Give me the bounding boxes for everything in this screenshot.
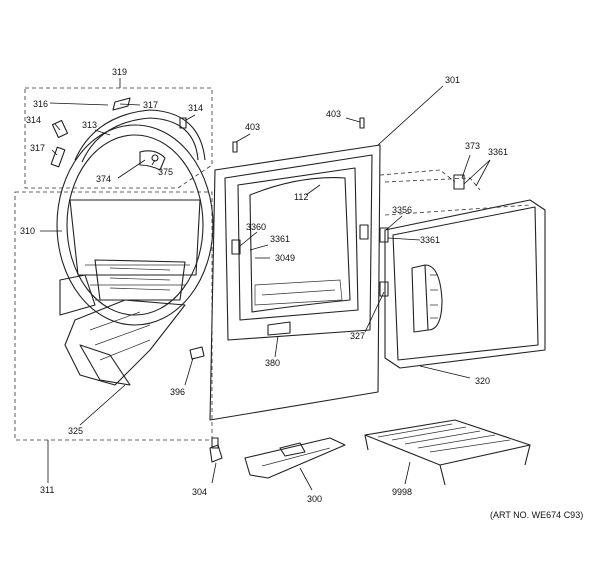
filter-300 (244, 437, 346, 479)
label-403: 403 (245, 122, 260, 132)
label-301: 301 (445, 75, 460, 85)
label-327: 327 (350, 331, 365, 341)
label-396: 396 (170, 387, 185, 397)
leveling-foot-304 (209, 437, 223, 463)
label-316: 316 (33, 99, 48, 109)
label-374: 374 (96, 174, 111, 184)
label-317: 317 (30, 143, 45, 153)
label-300: 300 (307, 494, 322, 504)
label-112: 112 (294, 192, 308, 202)
label-319: 319 (112, 67, 127, 77)
label-325: 325 (68, 426, 83, 436)
label-311: 311 (40, 485, 54, 495)
label-3361: 3361 (270, 234, 290, 244)
top-seal-parts (50, 97, 206, 171)
label-403: 403 (326, 109, 341, 119)
label-317: 317 (143, 100, 158, 110)
label-3356: 3356 (392, 205, 412, 215)
bracket-396 (189, 346, 205, 360)
label-304: 304 (192, 487, 207, 497)
label-320: 320 (475, 376, 490, 386)
label-313: 313 (82, 120, 97, 130)
label-3049: 3049 (275, 253, 295, 263)
label-3361: 3361 (488, 147, 508, 157)
label-3360: 3360 (246, 222, 266, 232)
label-380: 380 (265, 358, 280, 368)
bulkhead-assembly (56, 124, 214, 326)
label-310: 310 (20, 226, 35, 236)
screws-403 (232, 117, 365, 153)
label-314: 314 (188, 103, 203, 113)
art-number: (ART NO. WE674 C93) (490, 510, 583, 520)
front-panel (209, 144, 381, 421)
group-box-311 (14, 191, 213, 483)
drying-rack-9998 (364, 419, 531, 486)
label-9998: 9998 (392, 487, 412, 497)
label-373: 373 (465, 141, 480, 151)
group-box-319 (24, 78, 213, 189)
label-314: 314 (26, 115, 41, 125)
lint-duct (64, 299, 186, 386)
leader-lines (40, 85, 491, 491)
label-3361: 3361 (420, 235, 440, 245)
label-375: 375 (158, 167, 173, 177)
door-assembly (379, 199, 546, 369)
part-labels: 319 316 317 314 314 313 317 374 375 310 … (20, 67, 583, 520)
hinge-373 (453, 174, 465, 190)
